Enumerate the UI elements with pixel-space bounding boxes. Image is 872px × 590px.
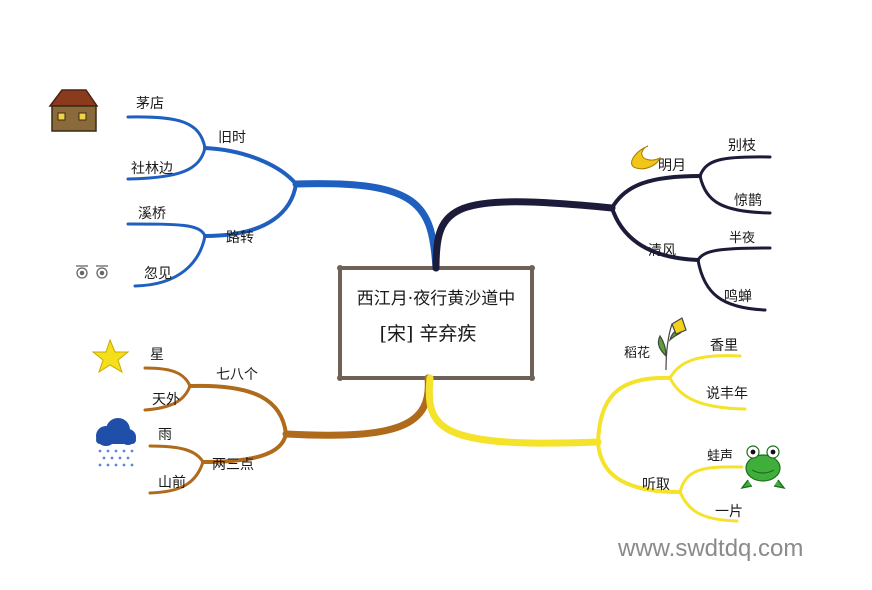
leaf-label-tianwai: 天外 (152, 392, 180, 408)
leaf-label-banye: 半夜 (729, 231, 755, 246)
group-label-daohua-1: 稻花 (624, 345, 650, 361)
group-label-jiushi: 旧时 (218, 130, 246, 146)
watermark-text: www.swdtdq.com (617, 535, 803, 562)
labels-bottom-left: 七八个 两三点 星 天外 雨 山前 (150, 347, 258, 491)
branch-bottom-right (425, 354, 747, 523)
leaf-label-xing: 星 (150, 347, 164, 363)
labels-bottom-right: 稻花 听取 香里 说丰年 蛙声 一片 (624, 338, 748, 520)
leaf-label-mingchan: 鸣蝉 (724, 288, 752, 305)
branch-top-right (432, 155, 772, 312)
eyes-icon (76, 265, 108, 279)
leaf-label-washeng: 蛙声 (707, 449, 733, 464)
leaf-label-shanqian: 山前 (158, 474, 186, 491)
branch-bottom-left (143, 366, 432, 495)
frog-icon (740, 445, 786, 490)
leaf-label-shelinbian: 社林边 (131, 161, 173, 177)
poem-author: [宋] 辛弃疾 (380, 323, 477, 345)
group-label-qibage: 七八个 (216, 367, 258, 383)
group-label-qingfeng: 清风 (648, 243, 676, 259)
group-label-luzhuan: 路转 (226, 230, 254, 246)
leaf-label-xiqiao: 溪桥 (138, 206, 166, 222)
leaf-label-maodian: 茅店 (136, 96, 164, 112)
labels-top-right: 明月 清风 别枝 惊鹊 半夜 鸣蝉 (648, 138, 762, 305)
leaf-label-yipian: 一片 (715, 504, 743, 520)
branch-top-left (126, 115, 440, 288)
leaf-label-jingque: 惊鹊 (734, 192, 762, 209)
rice-flower-icon (657, 317, 687, 371)
leaf-label-shuofengnian: 说丰年 (706, 386, 748, 402)
rain-cloud-icon (96, 418, 136, 467)
labels-top-left: 旧时 路转 茅店 社林边 溪桥 忽见 (131, 96, 254, 282)
group-label-mingyue: 明月 (658, 158, 686, 174)
leaf-label-biezhi: 别枝 (728, 138, 756, 154)
poem-title: 西江月·夜行黄沙道中 (357, 289, 515, 309)
star-icon (91, 338, 130, 374)
leaf-label-hujian: 忽见 (144, 266, 172, 282)
center-card: 西江月·夜行黄沙道中 [宋] 辛弃疾 (337, 265, 535, 381)
leaf-label-xiangli: 香里 (710, 338, 738, 354)
group-label-liangsandian: 两三点 (212, 457, 254, 473)
group-label-tingqu: 听取 (642, 477, 670, 493)
leaf-label-yu: 雨 (158, 427, 172, 443)
house-icon (48, 89, 99, 132)
moon-icon (631, 145, 661, 170)
